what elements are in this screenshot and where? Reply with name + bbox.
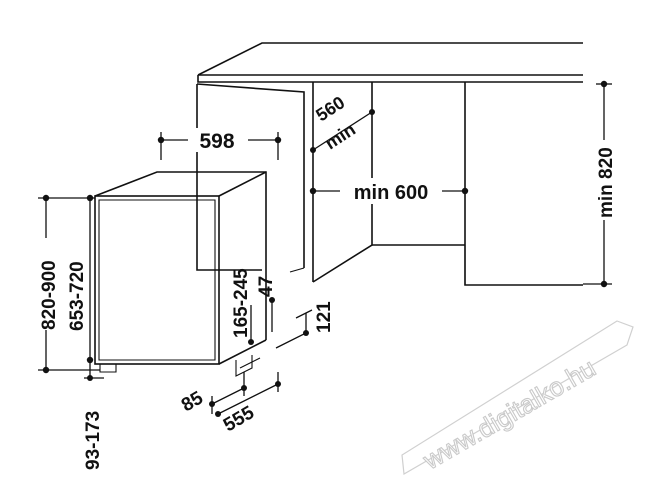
label-598: 598: [199, 130, 234, 153]
niche-walls: [196, 82, 583, 286]
label-820-900: 820-900: [39, 260, 60, 330]
dim-47: [269, 297, 275, 332]
label-min-600: min 600: [354, 182, 428, 204]
label-555: 555: [220, 402, 258, 436]
dim-85: [209, 372, 247, 414]
label-560-group: 560: [312, 92, 348, 125]
dim-121: [275, 309, 313, 349]
dim-depth-560: [310, 109, 375, 153]
dim-height-820-900: [34, 194, 100, 374]
dim-165-245: [248, 305, 254, 345]
dishwasher-body: [94, 171, 267, 377]
label-85: 85: [178, 387, 207, 416]
dim-niche-width: [309, 178, 469, 204]
watermark-text: www.digitalko.hu: [417, 352, 601, 475]
label-560: 560: [312, 92, 348, 125]
countertop: [197, 42, 583, 83]
dim-width-598: [157, 128, 282, 160]
label-min-820: min 820: [596, 147, 617, 218]
dim-niche-height: [583, 80, 616, 288]
dim-plinth-93-173: [84, 362, 104, 381]
label-653-720: 653-720: [67, 261, 88, 331]
label-121: 121: [314, 301, 335, 333]
label-165-245: 165-245: [231, 268, 252, 338]
watermark: www.digitalko.hu: [401, 320, 634, 476]
label-47: 47: [256, 276, 277, 297]
dim-depth-555: [215, 372, 281, 417]
dim-height-653-720: [64, 194, 94, 364]
label-93-173: 93-173: [83, 411, 104, 470]
